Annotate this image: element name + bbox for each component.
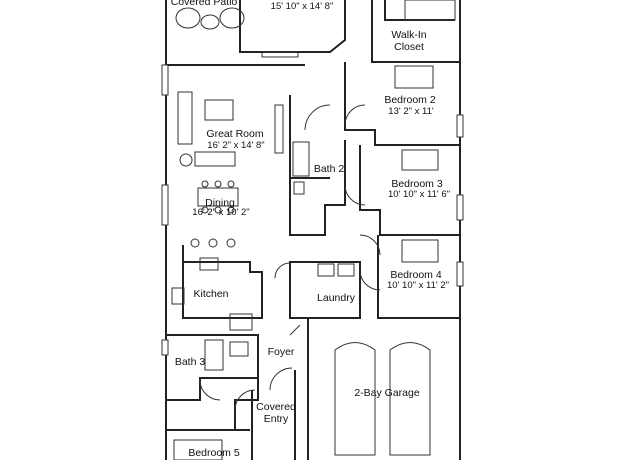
label-great-room-dim: 16' 2" x 14' 8"	[207, 140, 265, 151]
stool	[208, 238, 218, 248]
dining-chair	[201, 180, 209, 188]
label-dining: Dining	[205, 197, 235, 209]
dining-chair	[227, 206, 235, 214]
bed	[401, 149, 439, 171]
foyer-wall	[166, 335, 259, 431]
bath3-wall	[166, 334, 259, 401]
dining-chair	[201, 206, 209, 214]
label-bedroom3: Bedroom 3	[391, 178, 443, 190]
dining-chair	[227, 180, 235, 188]
door-swing	[359, 234, 381, 256]
dryer	[337, 263, 355, 277]
door-swing	[274, 262, 291, 279]
patio-chair	[219, 7, 245, 29]
owner-suite-wall	[239, 0, 346, 53]
label-covered-entry: Covered Entry	[256, 401, 296, 425]
sink	[229, 341, 249, 357]
label-bedroom5: Bedroom 5	[188, 447, 240, 459]
door-swing	[344, 104, 366, 126]
bath2-wall	[289, 95, 346, 236]
patio-chair	[175, 7, 201, 29]
armchair	[179, 153, 193, 167]
label-bath3: Bath 3	[174, 356, 206, 368]
stool	[190, 238, 200, 248]
bed	[173, 439, 223, 460]
washer	[317, 263, 335, 277]
label-laundry: Laundry	[317, 292, 355, 304]
bedroom2-wall	[344, 62, 460, 146]
window	[456, 114, 464, 138]
door-swing	[359, 269, 381, 291]
window	[161, 339, 169, 356]
sink	[199, 257, 219, 271]
tv-stand	[274, 104, 284, 154]
stove	[171, 287, 185, 305]
closet-wall	[371, 0, 460, 63]
bathtub	[292, 141, 310, 177]
door-swing	[289, 324, 301, 336]
bed-table	[261, 51, 299, 58]
window	[161, 64, 169, 96]
car	[334, 342, 376, 456]
dining-table	[197, 187, 239, 207]
label-bedroom4-dim: 10' 10" x 11' 2"	[387, 280, 449, 291]
window	[161, 184, 169, 226]
stool	[226, 238, 236, 248]
label-kitchen: Kitchen	[193, 288, 229, 300]
label-walk-in-closet: Walk-In Closet	[391, 29, 427, 53]
toilet	[293, 181, 305, 195]
window	[456, 194, 464, 221]
fridge	[229, 313, 253, 331]
sofa	[194, 151, 236, 167]
patio-table	[200, 14, 220, 30]
coffee-table	[204, 99, 234, 121]
dining-chair	[214, 180, 222, 188]
closet-divider	[384, 0, 455, 21]
laundry-wall	[289, 261, 361, 319]
door-swing	[234, 389, 256, 411]
label-bedroom2: Bedroom 2	[384, 94, 436, 106]
label-covered-patio: Covered Patio	[170, 0, 238, 8]
dining-chair	[214, 206, 222, 214]
bedroom4-wall	[377, 235, 460, 319]
kitchen-counter	[182, 245, 263, 319]
label-bedroom4: Bedroom 4	[390, 269, 442, 281]
label-garage: 2-Bay Garage	[354, 387, 420, 399]
label-bath2: Bath 2	[313, 163, 345, 175]
bed	[394, 65, 434, 89]
bathtub	[204, 339, 224, 371]
bedroom3-wall	[359, 145, 460, 236]
door-swing	[199, 379, 221, 401]
label-bedroom3-dim: 10' 10" x 11' 6"	[388, 189, 450, 200]
window	[456, 261, 464, 287]
bed	[404, 0, 456, 21]
door-swing	[304, 104, 331, 131]
bed	[401, 239, 439, 263]
label-dining-dim: 16' 2" x 10' 2"	[192, 207, 250, 218]
sofa	[177, 91, 193, 145]
label-foyer: Foyer	[267, 346, 295, 358]
car	[389, 342, 431, 456]
door-swing	[269, 367, 293, 391]
door-swing	[344, 184, 366, 206]
label-bedroom2-dim: 13' 2" x 11'	[388, 106, 434, 117]
label-great-room: Great Room	[206, 128, 264, 140]
label-owner-suite-dim: 15' 10" x 14' 8"	[270, 1, 334, 12]
